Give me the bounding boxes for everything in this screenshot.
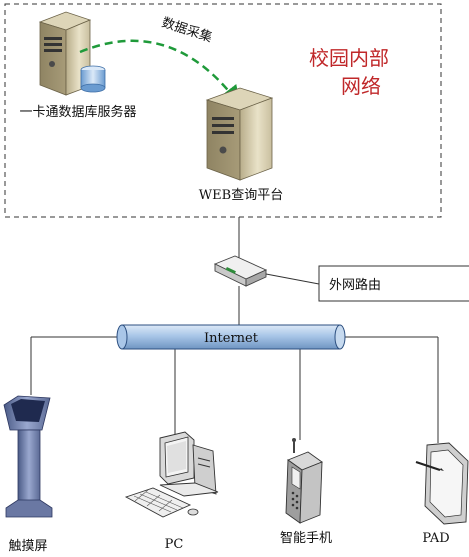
internet-label: Internet bbox=[204, 331, 259, 346]
desktop-computer-icon bbox=[124, 431, 219, 518]
data-collection-arrow bbox=[79, 39, 241, 106]
external-router-box bbox=[318, 265, 469, 302]
device-label-phone: 智能手机 bbox=[280, 531, 332, 546]
web-server-label: WEB查询平台 bbox=[199, 188, 283, 203]
db-server-label: 一卡通数据库服务器 bbox=[19, 104, 136, 120]
external-router-label: 外网路由 bbox=[329, 277, 381, 293]
tablet-icon bbox=[415, 442, 469, 525]
campus-label-line2: 网络 bbox=[341, 74, 381, 98]
internet-backbone bbox=[116, 324, 346, 350]
touch-kiosk-icon bbox=[3, 395, 53, 518]
web-server-icon bbox=[205, 87, 274, 181]
campus-network-boundary bbox=[4, 3, 442, 218]
smartphone-icon bbox=[285, 438, 323, 524]
device-label-pc: PC bbox=[165, 537, 184, 552]
router-icon bbox=[213, 255, 268, 287]
data-collection-label: 数据采集 bbox=[160, 14, 214, 45]
device-label-pad: PAD bbox=[422, 531, 449, 546]
campus-label-line1: 校园内部 bbox=[309, 46, 389, 70]
database-server-icon bbox=[38, 11, 106, 96]
device-label-kiosk: 触摸屏 bbox=[8, 539, 47, 554]
